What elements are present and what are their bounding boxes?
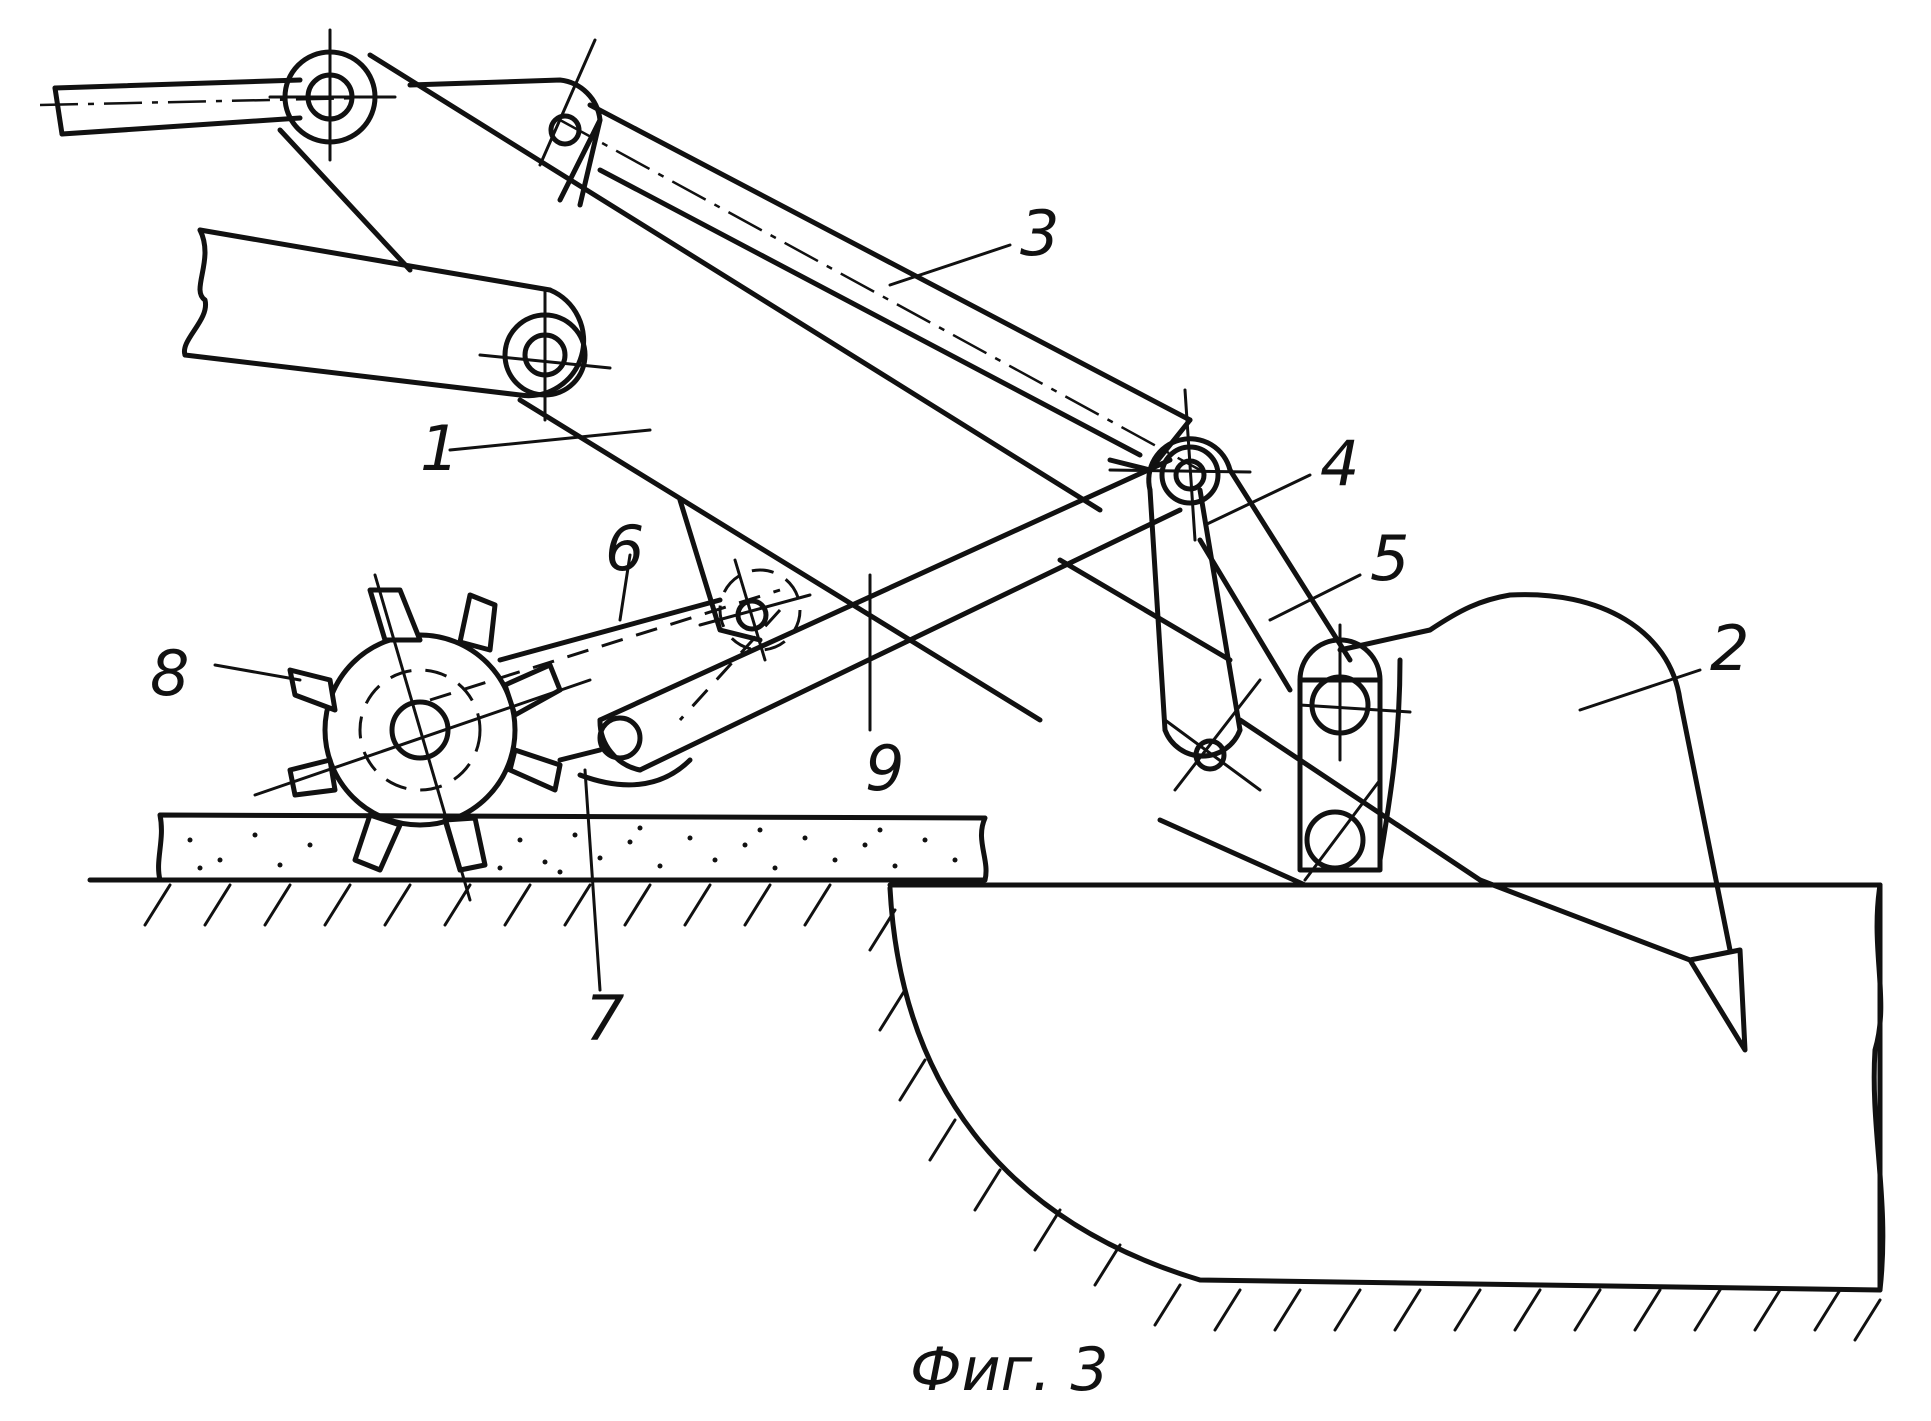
pin-boom xyxy=(478,288,612,422)
label-1: 1 xyxy=(420,412,459,485)
link-5 xyxy=(1197,467,1353,693)
label-7: 7 xyxy=(585,982,624,1055)
pin-bucket-lower xyxy=(1303,778,1382,882)
material-layer xyxy=(156,812,989,883)
boom xyxy=(182,227,763,643)
label-5: 5 xyxy=(1370,522,1409,595)
leader-lines xyxy=(213,243,1702,992)
pin-link-top xyxy=(1108,388,1252,542)
label-6: 6 xyxy=(605,512,644,585)
pin-link-bottom xyxy=(1163,678,1262,792)
ground-surface xyxy=(87,877,1883,927)
pin-top-left xyxy=(268,28,397,162)
upper-rod xyxy=(39,77,361,137)
label-4: 4 xyxy=(1320,427,1359,500)
pin-bucket-upper xyxy=(1298,623,1412,762)
pin-lever-end xyxy=(597,715,643,761)
label-3: 3 xyxy=(1020,197,1059,270)
label-8: 8 xyxy=(150,637,189,710)
bucket xyxy=(1297,592,1748,1053)
pivot-pins xyxy=(253,28,1412,902)
pin-bracket xyxy=(698,558,812,662)
frame-arm xyxy=(277,52,1483,888)
pin-cylinder xyxy=(538,38,597,167)
toothed-rotor xyxy=(287,587,563,873)
pin-rotor xyxy=(253,573,592,902)
figure-caption: Фиг. 3 xyxy=(910,1335,1109,1405)
label-9: 9 xyxy=(865,732,904,805)
trench xyxy=(868,882,1886,1342)
part-labels: 1 2 3 4 5 6 7 8 9 xyxy=(150,197,1749,1055)
bracket xyxy=(429,588,782,763)
hydraulic-cylinder xyxy=(407,77,1201,473)
label-2: 2 xyxy=(1710,612,1749,685)
